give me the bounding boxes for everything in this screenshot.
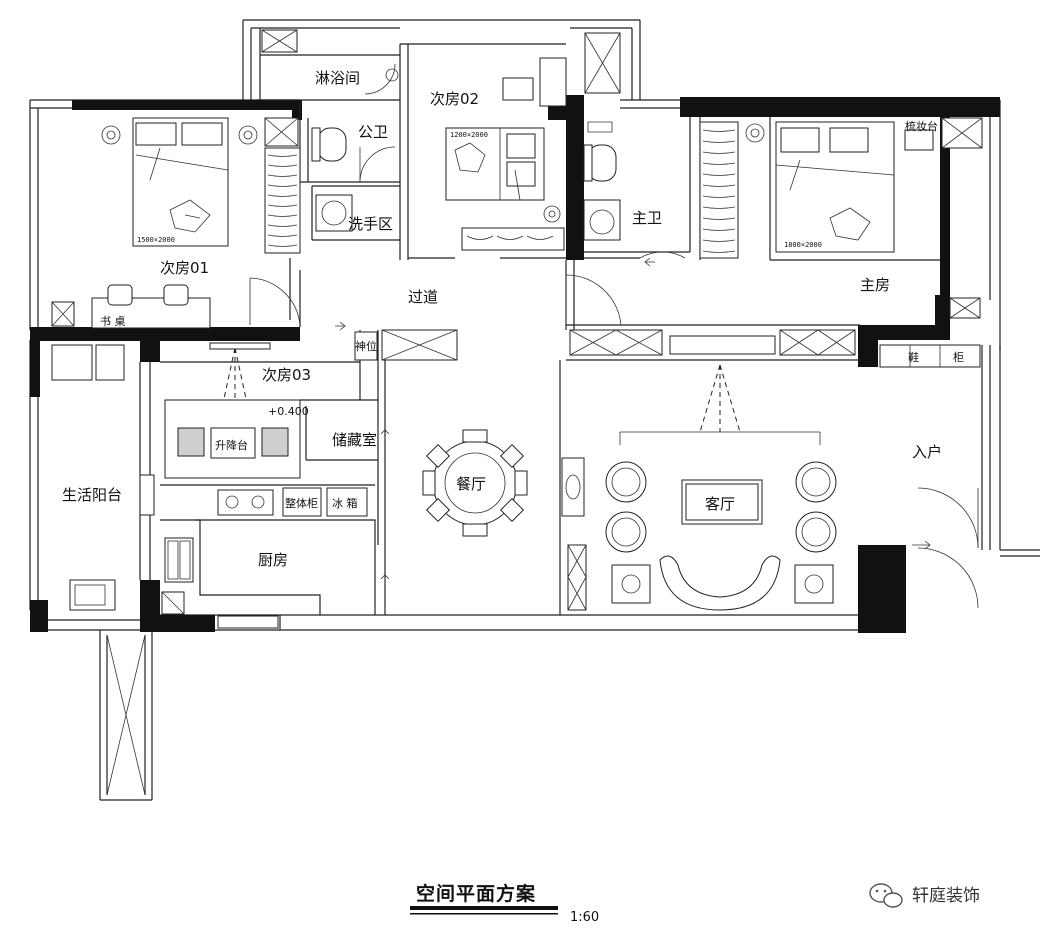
label-master-bath: 主卫 [632,209,662,227]
kitchen-fixtures [160,487,376,629]
brand-watermark: 轩庭装饰 [869,883,980,908]
structural-walls [30,95,1000,633]
label-tall-cabinet: 整体柜 [285,496,318,510]
label-shoe-cab-1: 鞋 [908,350,919,364]
bedroom-03-furniture [164,329,458,479]
label-bedroom-01: 次房01 [160,259,209,277]
label-elevation: +0.400 [268,405,309,418]
label-bedroom-03: 次房03 [262,366,311,384]
dining-set [422,429,528,537]
brand-name: 轩庭装饰 [912,886,980,906]
label-wash-area: 洗手区 [348,215,393,233]
beds [101,117,983,253]
title-block: 空间平面方案 1:60 [410,882,599,925]
plan-title: 空间平面方案 [416,882,536,905]
label-public-wc: 公卫 [358,123,388,141]
living-room-furniture [561,364,837,611]
label-master-bedroom: 主房 [860,276,890,294]
label-dresser: 梳妆台 [905,119,938,133]
label-bed-01-size: 1500×2000 [137,236,175,244]
label-bed-02-size: 1200×2000 [450,131,488,139]
label-balcony: 生活阳台 [62,486,122,504]
doors [249,63,979,609]
label-shoe-cab-2: 柜 [953,351,964,364]
label-storage: 储藏室 [332,431,377,449]
wardrobes [264,117,739,259]
wechat-icon [869,883,903,908]
label-bedroom-02: 次房02 [430,90,479,108]
label-fridge: 冰 箱 [332,496,358,510]
label-corridor: 过道 [408,288,438,306]
label-entrance: 入户 [912,443,942,461]
label-living: 客厅 [705,495,735,513]
tv-wall-cabinets [569,297,981,368]
bath-fixtures [261,29,621,241]
label-shower: 淋浴间 [315,69,360,87]
label-bed-master-size: 1800×2000 [784,241,822,249]
label-desk: 书 桌 [100,315,126,328]
label-dining: 餐厅 [456,475,486,493]
plan-scale: 1:60 [570,910,599,925]
balcony-fixtures [51,344,155,611]
label-kitchen: 厨房 [258,551,288,569]
desk-area [51,284,211,329]
label-shrine: 神位 [355,339,377,353]
room-labels: 淋浴间 公卫 洗手区 次房02 1200×2000 主卫 次房01 1500×2… [62,69,964,569]
label-lift-table: 升降台 [215,438,248,452]
